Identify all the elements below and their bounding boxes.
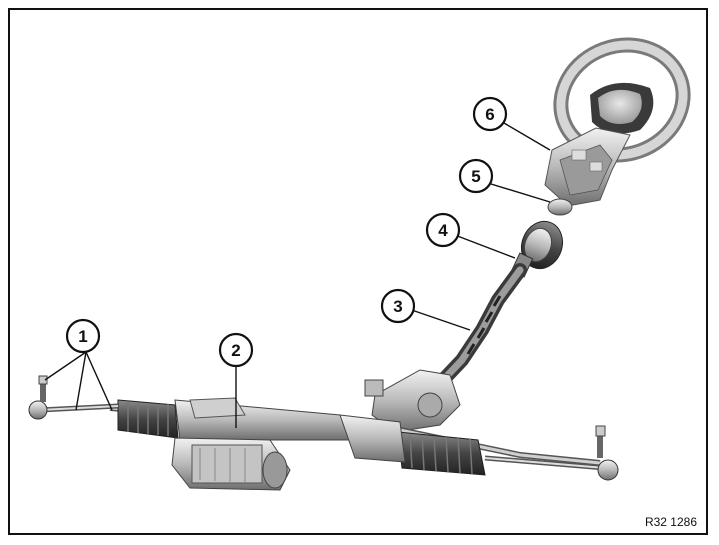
leader-1a: [75, 351, 87, 411]
callout-3: 3: [380, 288, 416, 324]
steering-rack: [109, 397, 601, 476]
intermediate-shaft: [438, 263, 527, 385]
leader-1c: [44, 351, 87, 381]
steering-wheel: [553, 37, 691, 163]
callout-4: 4: [425, 212, 461, 248]
steering-column-upper: [544, 127, 631, 207]
callout-5: 5: [458, 158, 494, 194]
callout-6: 6: [472, 96, 508, 132]
callout-2: 2: [218, 332, 254, 368]
callout-5-label: 5: [471, 167, 480, 186]
leader-1b: [85, 351, 113, 411]
tie-rods: [28, 375, 619, 481]
callout-2-label: 2: [231, 341, 240, 360]
electric-motor: [171, 437, 291, 491]
callout-4-label: 4: [438, 221, 448, 240]
reference-code: R32 1286: [644, 515, 697, 529]
pinion-housing: [364, 369, 461, 433]
callout-1: 1: [65, 318, 101, 354]
callout-1-label: 1: [78, 327, 87, 346]
callout-3-label: 3: [393, 297, 402, 316]
column-joint: [547, 198, 573, 216]
callout-6-label: 6: [485, 105, 494, 124]
